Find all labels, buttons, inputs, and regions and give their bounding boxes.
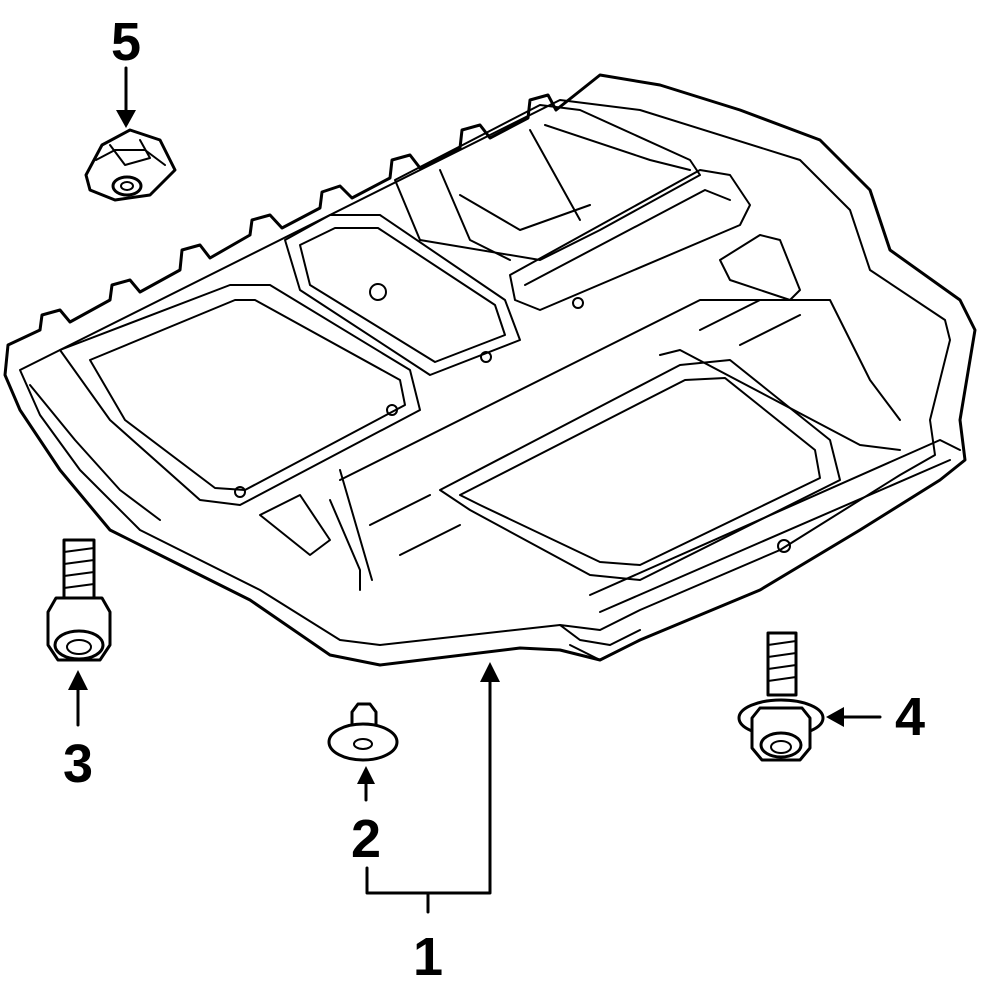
splash-shield bbox=[3, 73, 977, 667]
bolt-part-3 bbox=[46, 538, 112, 662]
callout-4: 4 bbox=[895, 687, 925, 747]
callout-3: 3 bbox=[63, 734, 93, 794]
callout-5: 5 bbox=[111, 12, 141, 72]
clip-part bbox=[327, 702, 399, 762]
callout-2: 2 bbox=[351, 809, 381, 869]
bolt-part-4 bbox=[737, 631, 825, 762]
callout-1: 1 bbox=[413, 927, 443, 987]
nut-part bbox=[84, 128, 177, 202]
leader-lines bbox=[68, 66, 882, 914]
